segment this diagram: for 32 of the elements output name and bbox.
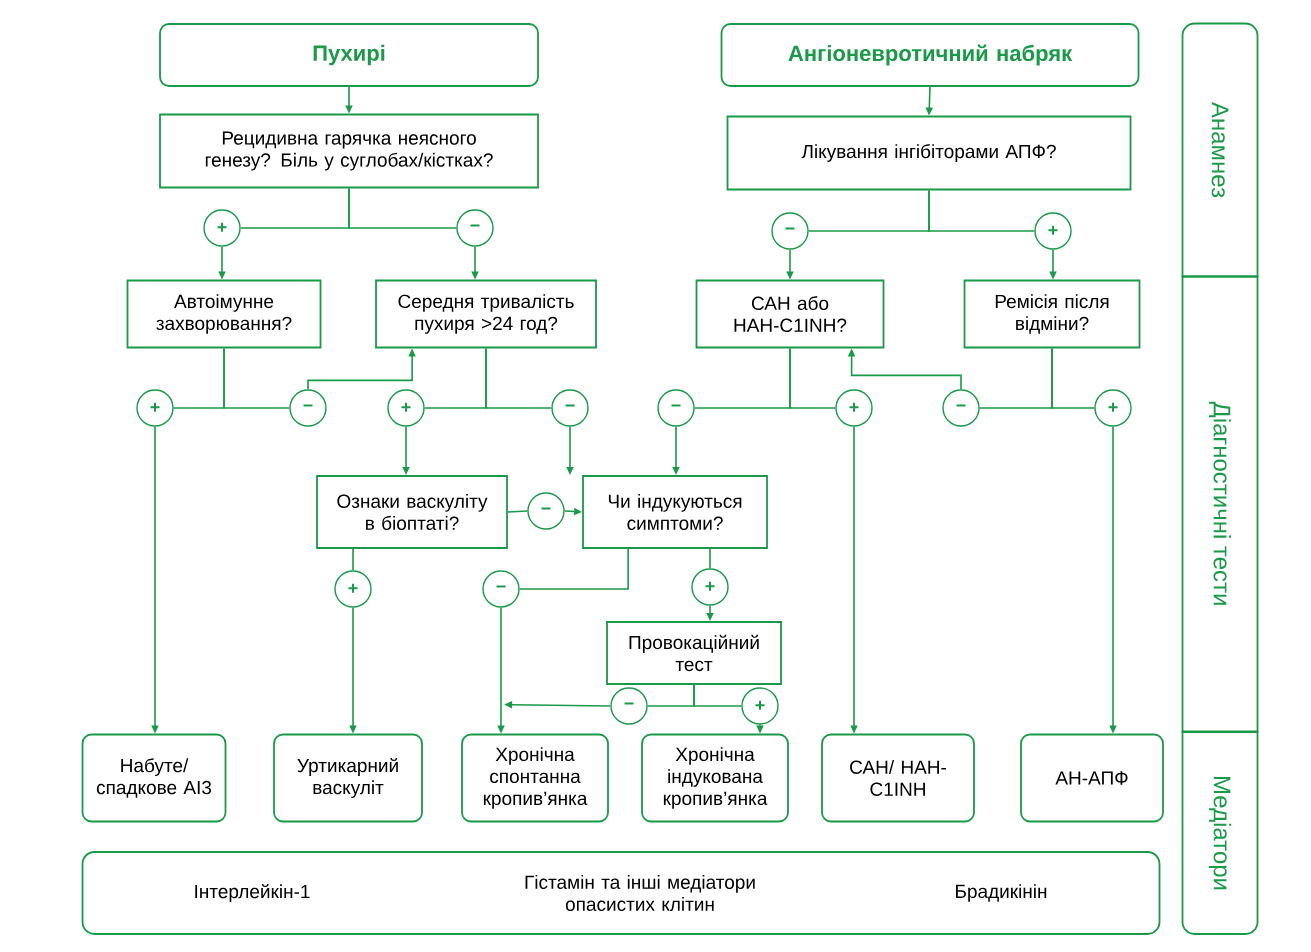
connector-line <box>352 548 354 572</box>
question-box: Рецидивна гарячка неясного генезу? Біль у суглобах/кістках? <box>159 113 539 189</box>
title-box: Пухирі <box>159 23 539 87</box>
diagnosis-box: Уртикарний васкуліт <box>273 733 423 823</box>
diagnosis-box: АН-АПФ <box>1020 733 1164 823</box>
connector-line <box>507 510 529 513</box>
question-box: Ознаки васкуліту в біоптаті? <box>316 475 508 549</box>
diagnosis-box: Хронічна спонтанна кропив’янка <box>461 733 609 823</box>
connector-line <box>709 548 711 570</box>
diagnosis-box: САН/ НАН-C1INH <box>821 733 975 823</box>
title-box: Ангіоневротичний набряк <box>720 23 1140 87</box>
stage-band: Медіатори <box>1181 731 1259 935</box>
connector-line <box>693 684 743 707</box>
stage-band: Діагностичні тести <box>1181 275 1259 733</box>
question-box: Лікування інгібіторами АПФ? <box>726 115 1132 191</box>
question-box: Автоімунне захворювання? <box>126 279 322 349</box>
connector-line <box>928 189 1036 232</box>
diagnosis-box: Хронічна індукована кропив’янка <box>641 733 789 823</box>
connector-line <box>518 548 629 590</box>
mediator-band: Інтерлейкін-1 Гістамін та інші медіатори опасистих клітин Брадикінін <box>81 851 1161 935</box>
connector-line <box>223 347 291 409</box>
question-box: Провокаційний тест <box>606 621 782 685</box>
connector-line <box>789 347 837 409</box>
connector-line <box>1051 347 1096 409</box>
stage-band: Анамнез <box>1181 22 1259 278</box>
connector-line <box>485 347 553 409</box>
connector-line <box>348 187 458 229</box>
question-box: САН або НАН-C1INH? <box>695 279 885 349</box>
question-box: Середня тривалість пухиря >24 год? <box>375 279 597 349</box>
diagnosis-box: Набуте/ спадкове AI3 <box>81 733 227 823</box>
question-box: Чи індукуються симптоми? <box>582 475 768 549</box>
question-box: Ремісія після відміни? <box>963 279 1141 349</box>
